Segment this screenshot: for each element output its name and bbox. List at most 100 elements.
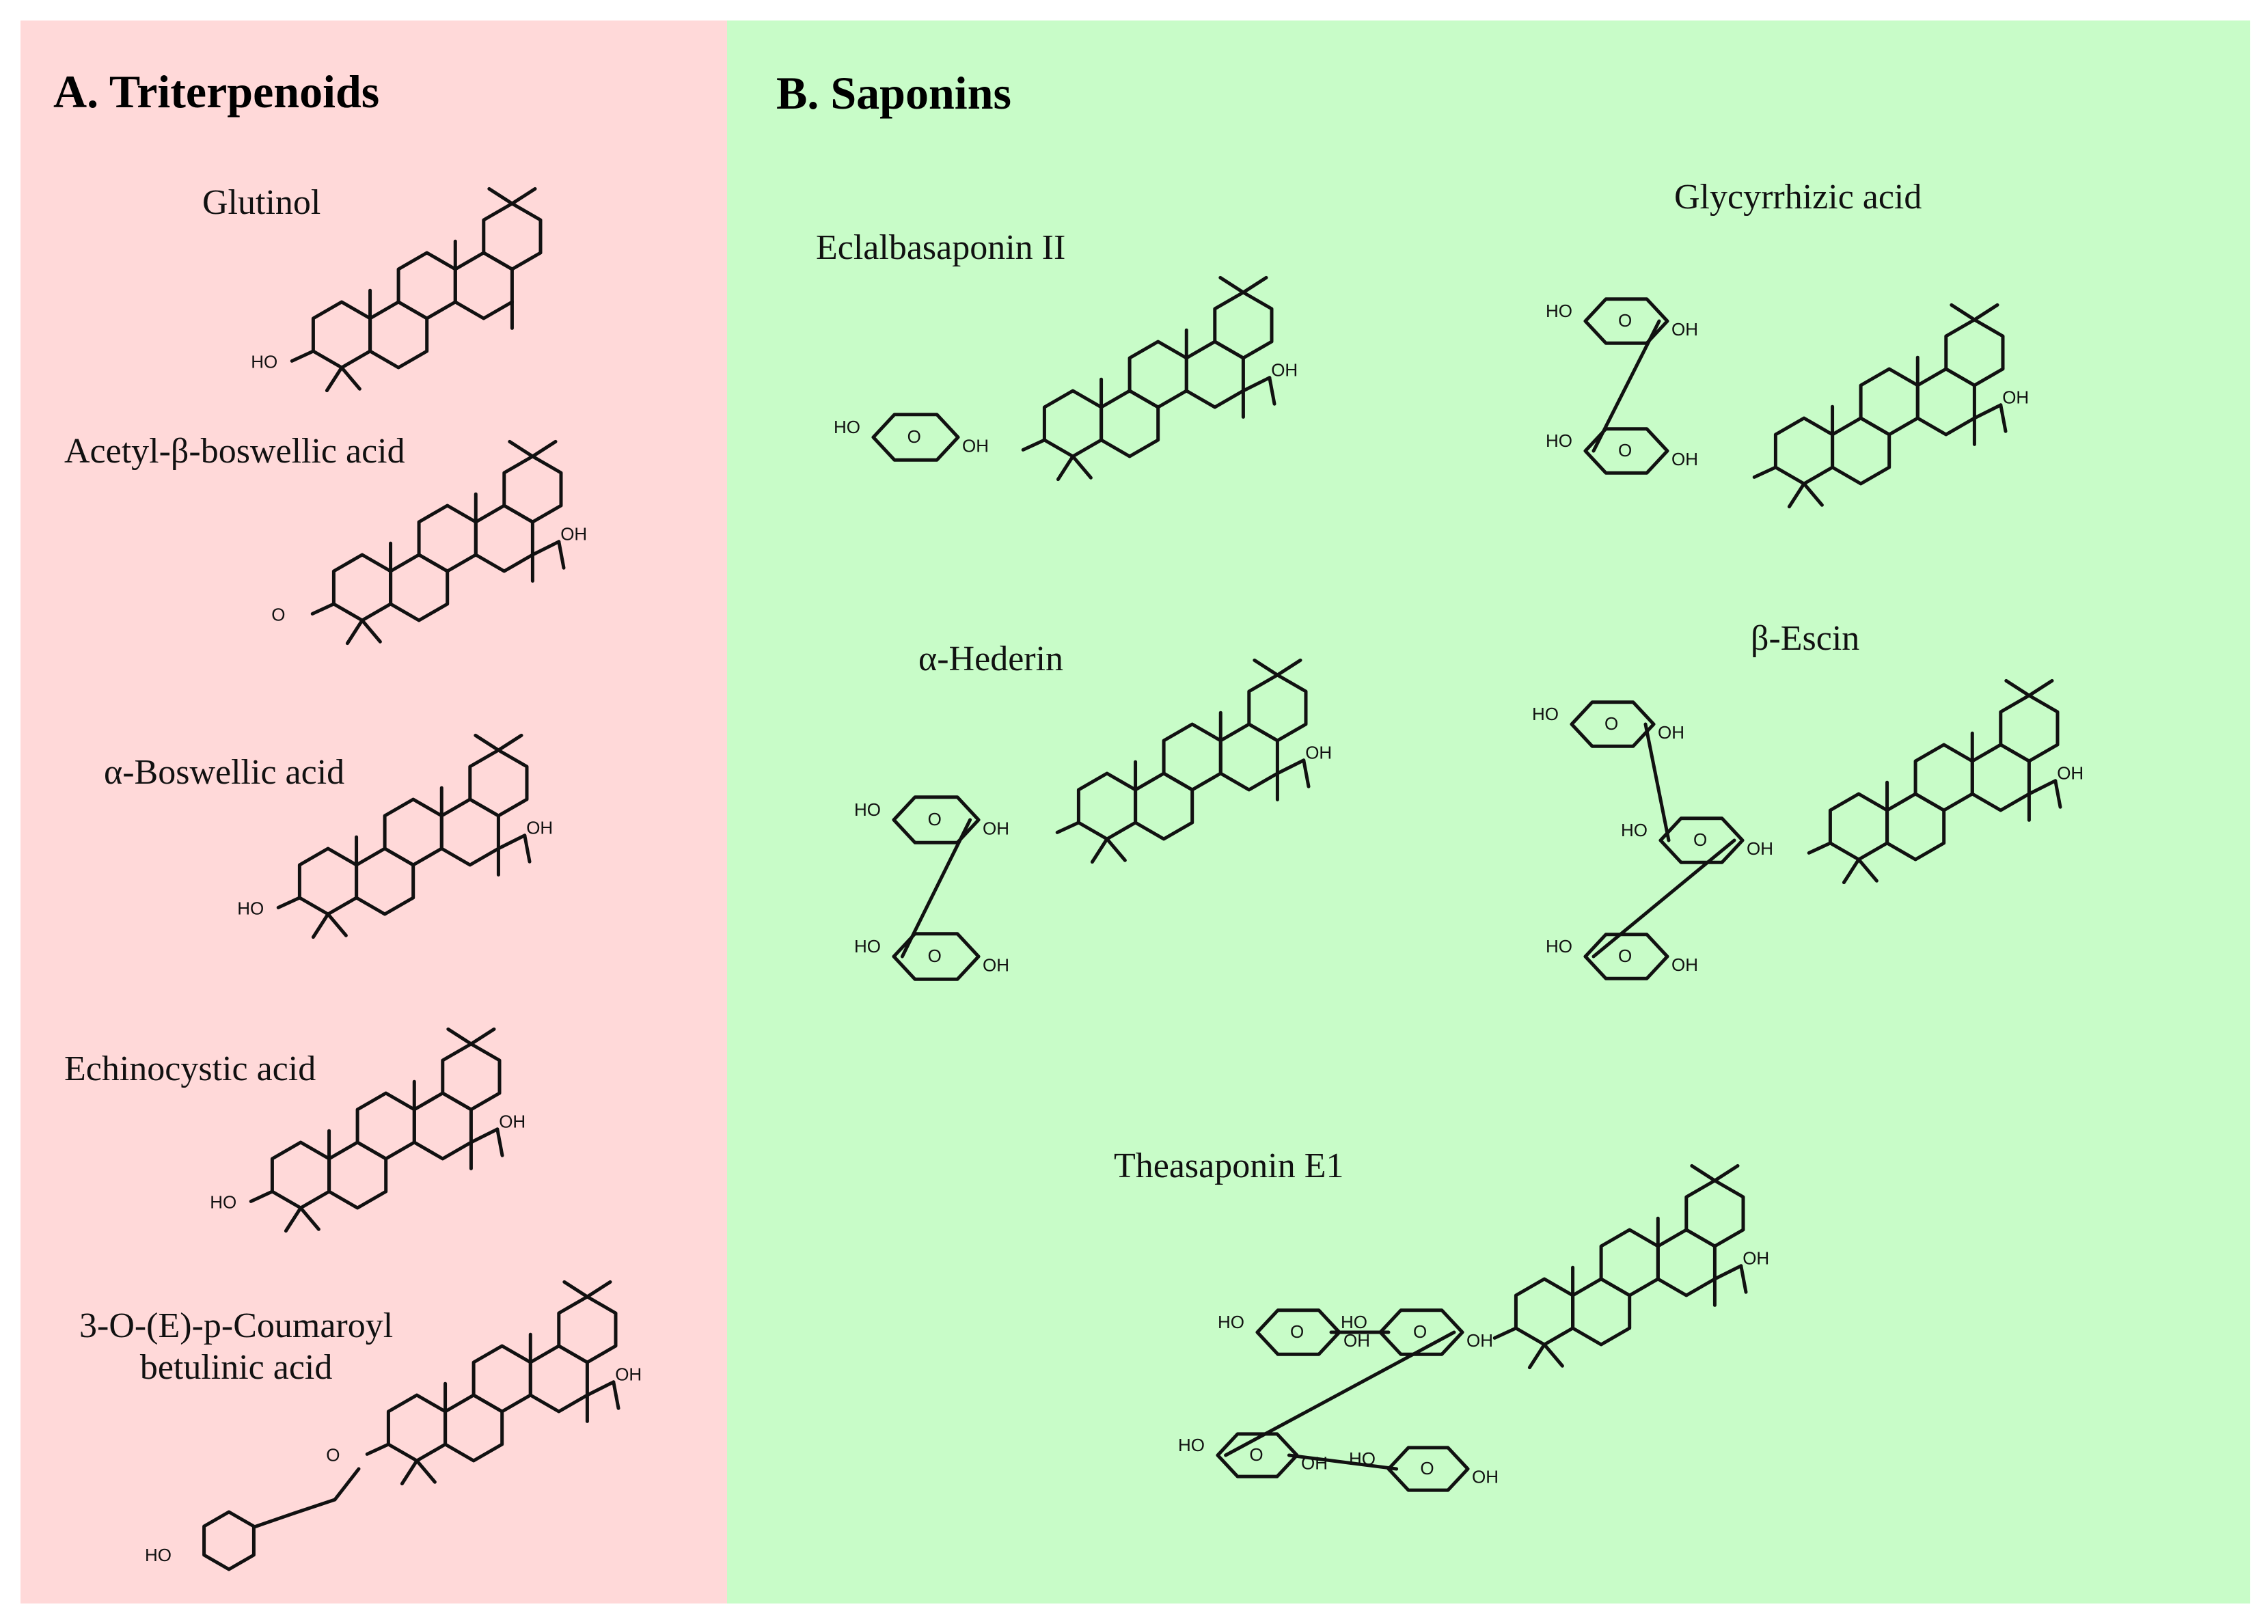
coumaroyl-betulinic-acid-bond [585,1380,616,1397]
alpha-boswellic-ring-3 [383,797,443,867]
coumaroyl-betulinic-ring-1 [386,1393,448,1463]
hederin-acid-carbonyl-bond [1302,758,1311,788]
glycyrrhizic-ring-oxygen: O [1618,310,1632,331]
eclalbasaponin-ring-oxygen: O [907,426,921,447]
glycyrrhizic-gem-methyl-bond [1972,303,1999,322]
hederin-gem-methyl-bond [1105,837,1127,862]
glycyrrhizic-ring-oxygen: O [1618,440,1632,460]
panel-saponins: B. Saponins Eclalbasaponin II Glycyrrhiz… [727,20,2250,1604]
hederin-acid-label: OH [1305,742,1332,762]
glycyrrhizic-ring-3 [1859,367,1919,437]
alpha-boswellic-acid-carbonyl-bond [523,834,532,864]
alpha-boswellic-gem-methyl-bond [496,733,523,752]
eclalbasaponin-sugar-ring-1 [871,413,960,462]
acetyl-boswellic-ring-5 [502,454,563,524]
acetyl-boswellic-gem-methyl-bond [530,439,558,458]
theasaponin-acid-bond [1712,1264,1743,1281]
glutinol-gem-methyl-bond [340,366,361,391]
eclalbasaponin-hydroxyl-label: HO [834,417,860,437]
hederin-acid-bond [1275,758,1306,775]
escin-hydroxyl-label: OH [1671,954,1698,975]
escin-gem-methyl-bond [1842,857,1861,885]
theasaponin-ring-5 [1684,1179,1745,1248]
alpha-boswellic-gem-methyl-bond [311,912,330,939]
escin-acid-bond [2027,779,2058,796]
theasaponin-ring-1 [1514,1277,1575,1347]
escin-ring-5 [1999,693,2060,763]
theasaponin-gem-methyl-bond [1690,1164,1717,1183]
glycyrrhizic-hydroxyl-label: HO [1546,430,1572,451]
alpha-boswellic-acid-label: OH [526,817,553,838]
theasaponin-ring-3 [1599,1228,1660,1297]
theasaponin-hydroxyl-label: HO [1178,1435,1205,1455]
panel-triterpenoids: A. Triterpenoids Glutinol Acetyl-β-boswe… [21,20,727,1604]
eclalbasaponin-gem-methyl-bond [1071,454,1093,480]
label-beta-escin: β-Escin [1751,619,1860,658]
glycyrrhizic-glycosidic-bond [1591,319,1661,453]
escin-sugar-ring-2 [1658,816,1745,864]
echinocystic-gem-methyl-bond [469,1027,496,1046]
coumaroyl-betulinic-gem-methyl-bond [562,1280,589,1299]
glutinol-c3-label: HO [251,351,277,372]
glycyrrhizic-sugar-ring-2 [1583,427,1669,475]
hederin-hydroxyl-label: HO [854,936,881,956]
theasaponin-sugar-ring-3 [1216,1432,1299,1478]
eclalbasaponin-acid-bond [1241,376,1272,393]
escin-ring-oxygen: O [1604,713,1618,734]
echinocystic-acid-carbonyl-bond [495,1127,504,1157]
eclalbasaponin-gem-methyl-bond [1056,454,1075,482]
theasaponin-ring-oxygen: O [1249,1444,1263,1465]
theasaponin-hydroxyl-label: OH [1466,1330,1493,1351]
theasaponin-hydroxyl-label: HO [1341,1312,1367,1332]
coumaroyl-linker-bond [252,1511,296,1529]
hederin-ring-oxygen: O [928,809,942,829]
echinocystic-acid-label: OH [499,1111,525,1131]
label-coumaroyl-betulinic-acid: 3-O-(E)-p-Coumaroyl betulinic acid [79,1306,394,1388]
glycyrrhizic-acid-label: OH [2002,387,2029,407]
hederin-sugar-ring-2 [892,932,981,981]
acetyl-boswellic-gem-methyl-bond [508,439,534,458]
hederin-ring-3 [1162,722,1222,792]
glycyrrhizic-hydroxyl-label: OH [1671,319,1698,340]
acetyl-boswellic-acid-bond [530,540,561,557]
hederin-glycosidic-bond [900,818,972,959]
escin-acid-label: OH [2057,762,2083,783]
escin-gem-methyl-bond [2004,678,2031,698]
acetyl-boswellic-gem-methyl-bond [345,618,364,646]
acetyl-boswellic-ring-3 [417,504,478,573]
coumaroyl-betulinic-ring-3 [472,1344,532,1414]
escin-gem-methyl-bond [2027,678,2054,698]
hederin-hydroxyl-label: HO [854,799,881,820]
label-acetyl-beta-boswellic-acid: Acetyl-β-boswellic acid [64,432,405,471]
escin-hydroxyl-label: HO [1546,936,1572,956]
hederin-gem-methyl-bond [1253,658,1279,677]
theasaponin-gem-methyl-bond [1542,1343,1564,1368]
coumaroyl-linker-bond [333,1467,361,1502]
glycyrrhizic-gem-methyl-bond [1950,303,1976,322]
label-glycyrrhizic-acid: Glycyrrhizic acid [1674,178,1922,217]
alpha-boswellic-ring-1 [297,847,359,916]
echinocystic-gem-methyl-bond [446,1027,473,1046]
alpha-boswellic-c3-bond [276,896,301,909]
eclalbasaponin-hydroxyl-label: OH [962,436,989,456]
hederin-hydroxyl-label: OH [983,955,1009,976]
acetyl-boswellic-c3-label: O [271,604,285,624]
escin-ring-oxygen: O [1618,946,1632,966]
glutinol-gem-methyl-bond [325,366,344,393]
label-echinocystic-acid: Echinocystic acid [64,1049,316,1088]
echinocystic-ring-1 [270,1140,331,1210]
acetyl-boswellic-acid-carbonyl-bond [557,540,566,570]
glycyrrhizic-ring-1 [1773,416,1835,486]
escin-c3-bond [1807,841,1832,855]
theasaponin-gem-methyl-bond [1527,1343,1546,1370]
echinocystic-c3-label: HO [210,1192,236,1212]
eclalbasaponin-gem-methyl-bond [1241,275,1268,294]
hederin-ring-1 [1076,771,1138,841]
alpha-boswellic-ring-5 [468,748,529,818]
echinocystic-gem-methyl-bond [284,1206,303,1233]
eclalbasaponin-ring-3 [1128,340,1188,409]
theasaponin-ring-oxygen: O [1420,1458,1434,1478]
eclalbasaponin-gem-methyl-bond [1218,275,1245,294]
glycyrrhizic-hydroxyl-label: HO [1546,301,1572,321]
